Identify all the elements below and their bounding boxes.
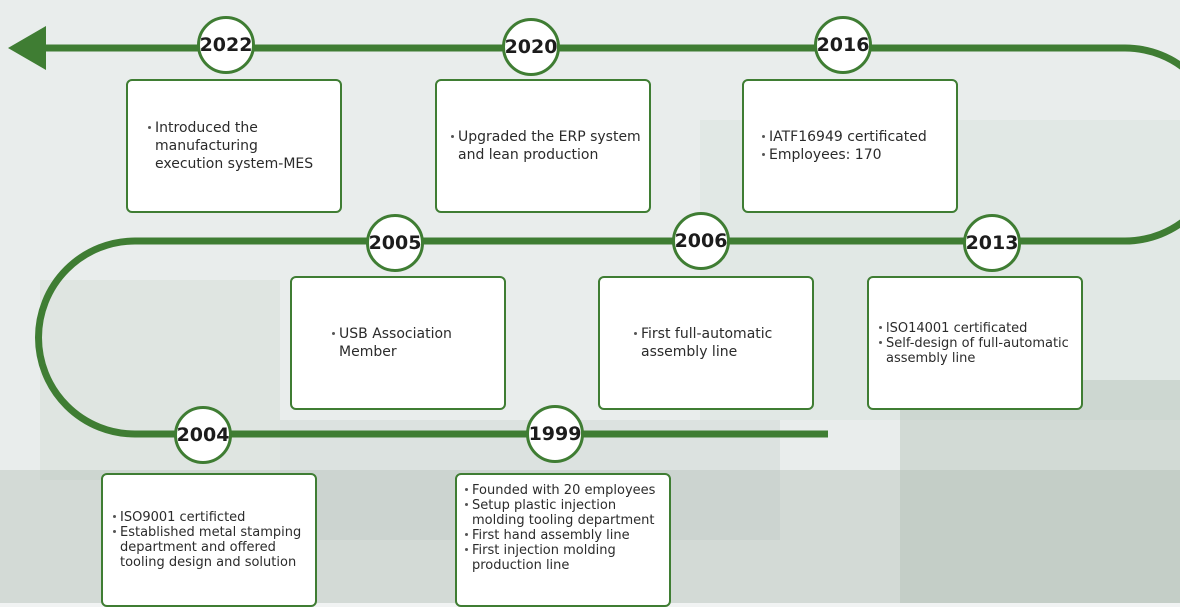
year-badge-2004: 2004 bbox=[174, 406, 232, 464]
milestone-item: IATF16949 certificated bbox=[762, 128, 948, 146]
milestone-item: First injection molding production line bbox=[465, 543, 665, 573]
milestone-card-2005: USB Association Member bbox=[290, 276, 506, 410]
milestone-item: Established metal stamping department an… bbox=[113, 525, 309, 570]
milestone-card-2022: Introduced the manufacturing execution s… bbox=[126, 79, 342, 213]
milestone-item: Setup plastic injection molding tooling … bbox=[465, 498, 665, 528]
milestone-item: lSO14001 certificated bbox=[879, 321, 1073, 336]
milestone-card-2016: IATF16949 certificated Employees: 170 bbox=[742, 79, 958, 213]
milestone-item: First full-automatic assembly line bbox=[634, 325, 802, 361]
year-badge-2022: 2022 bbox=[197, 16, 255, 74]
milestone-card-2004: ISO9001 certificted Established metal st… bbox=[101, 473, 317, 607]
milestone-item: First hand assembly line bbox=[465, 528, 665, 543]
milestone-card-2006: First full-automatic assembly line bbox=[598, 276, 814, 410]
milestone-card-2020: Upgraded the ERP system and lean product… bbox=[435, 79, 651, 213]
milestone-item: Upgraded the ERP system and lean product… bbox=[451, 128, 641, 164]
year-badge-2005: 2005 bbox=[366, 214, 424, 272]
milestone-card-2013: lSO14001 certificated Self-design of ful… bbox=[867, 276, 1083, 410]
milestone-item: Founded with 20 employees bbox=[465, 483, 665, 498]
year-badge-2013: 2013 bbox=[963, 214, 1021, 272]
year-badge-2006: 2006 bbox=[672, 212, 730, 270]
milestone-item: Self-design of full-automatic assembly l… bbox=[879, 336, 1073, 366]
milestone-item: Introduced the manufacturing execution s… bbox=[148, 119, 326, 173]
year-badge-2020: 2020 bbox=[502, 18, 560, 76]
year-badge-1999: 1999 bbox=[526, 405, 584, 463]
milestone-item: USB Association Member bbox=[332, 325, 494, 361]
milestone-card-1999: Founded with 20 employees Setup plastic … bbox=[455, 473, 671, 607]
timeline-arrowhead bbox=[8, 26, 46, 70]
milestone-item: ISO9001 certificted bbox=[113, 510, 309, 525]
milestone-item: Employees: 170 bbox=[762, 146, 948, 164]
year-badge-2016: 2016 bbox=[814, 16, 872, 74]
